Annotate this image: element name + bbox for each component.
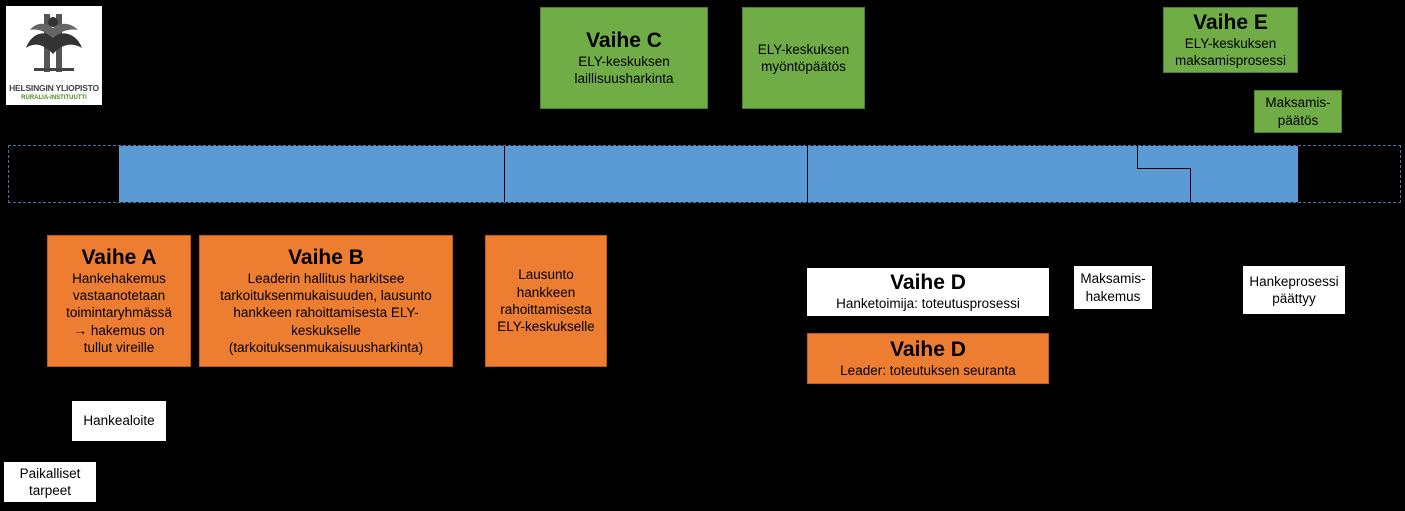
payment-application-box: Maksamis- hakemus [1074,266,1152,309]
ely-decision-box: ELY-keskuksen myöntöpäätös [742,7,865,109]
phase-b-line: (tarkoituksenmukaisuusharkinta) [228,339,424,355]
payment-decision-line: päätös [1277,112,1319,128]
phase-c-box: Vaihe C ELY-keskuksen laillisuusharkinta [540,7,708,109]
phase-a-line: Hankehakemus [72,270,166,286]
phase-c-connector [623,109,624,117]
ely-decision-line: myöntöpäätös [761,59,846,74]
phase-e-line: ELY-keskuksen [1184,35,1277,51]
process-ends-line: päättyy [1272,291,1316,306]
phase-d-leader-line: Leader: toteutuksen seuranta [840,362,1016,378]
process-ends-box: Hankeprosessi päättyy [1243,266,1345,314]
logo-university-name: HELSINGIN YLIOPISTO [9,83,99,93]
local-needs-line: tarpeet [28,483,72,498]
phase-b-title: Vaihe B [288,245,364,269]
statement-line: ELY-keskukselle [497,319,595,335]
university-logo: HELSINGIN YLIOPISTO RURALIA-INSTITUUTTI [6,6,102,105]
phase-a-title: Vaihe A [81,245,157,269]
logo-institute-name: RURALIA-INSTITUUTTI [21,95,87,101]
phase-b-line: Leaderin hallitus harkitsee [247,270,405,286]
payment-application-line: hakemus [1085,288,1141,304]
phase-a-line: toimintaryhmässä [66,305,172,321]
phase-e-title: Vaihe E [1193,10,1268,34]
statement-line: rahoittamisesta [500,302,592,317]
phase-e-box: Vaihe E ELY-keskuksen maksamisprosessi [1163,7,1298,73]
phase-b-line: hankkeen rahoittamisesta ELY- [233,305,419,321]
phase-a-line: tullut vireille [83,339,155,355]
process-ends-line: Hankeprosessi [1249,273,1339,289]
phase-d-implementer-box: Vaihe D Hanketoimija: toteutusprosessi [807,268,1049,316]
phase-d-implementer-line: Hanketoimija: toteutusprosessi [836,296,1020,312]
phase-a-line: → hakemus on [73,322,165,338]
timeline-step-vertical-2 [1190,168,1191,202]
project-initiative-line: Hankealoite [83,413,155,429]
local-needs-box: Paikalliset tarpeet [4,462,96,502]
phase-b-box: Vaihe B Leaderin hallitus harkitsee tark… [199,235,453,367]
timeline-divider-1 [504,146,505,202]
timeline-step-horizontal [1137,168,1191,169]
phase-d-leader-box: Vaihe D Leader: toteutuksen seuranta [807,333,1049,384]
phase-c-line: ELY-keskuksen [578,53,670,69]
phase-c-line: laillisuusharkinta [574,71,674,87]
phase-a-line: vastaanotetaan [72,288,166,304]
statement-box: Lausunto hankkeen rahoittamisesta ELY-ke… [485,235,607,367]
phase-e-line: maksamisprosessi [1174,53,1287,69]
timeline-bar [119,146,1298,202]
phase-c-title: Vaihe C [586,28,662,52]
helsinki-university-crest-icon [26,14,82,72]
payment-decision-line: Maksamis- [1265,95,1331,111]
phase-d-implementer-title: Vaihe D [890,271,966,295]
phase-b-line: keskukselle [291,322,361,338]
statement-line: Lausunto [518,267,574,283]
timeline-dashed-frame [8,145,1401,203]
timeline-step-vertical-1 [1137,146,1138,169]
phase-d-leader-title: Vaihe D [890,337,966,361]
ely-decision-line: ELY-keskuksen [757,41,850,57]
statement-line: hankkeen [516,284,576,300]
phase-a-box: Vaihe A Hankehakemus vastaanotetaan toim… [47,235,191,367]
local-needs-line: Paikalliset [19,465,81,481]
payment-application-line: Maksamis- [1080,271,1146,287]
phase-b-line: tarkoituksenmukaisuuden, lausunto [220,288,432,304]
payment-decision-box: Maksamis- päätös [1254,90,1342,133]
project-initiative-box: Hankealoite [72,401,166,441]
timeline-divider-2 [807,146,808,202]
